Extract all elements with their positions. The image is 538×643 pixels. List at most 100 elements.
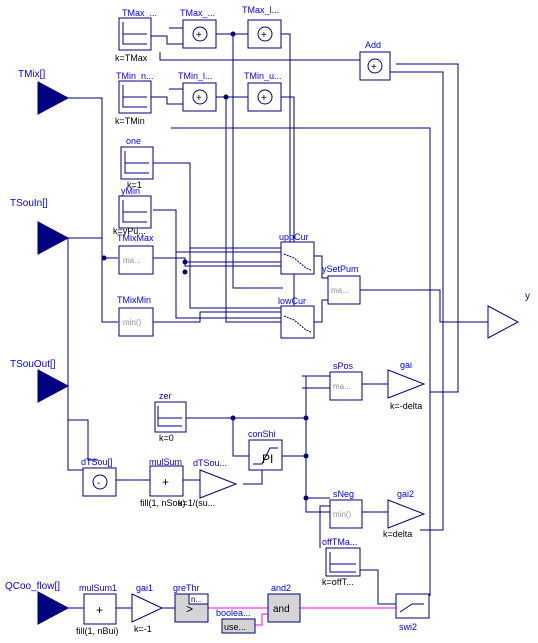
block-tmin-add1-name: TMin_l... <box>178 71 213 81</box>
svg-text:+: + <box>261 30 267 41</box>
block-ymin-param: k=yPu... <box>113 226 146 236</box>
block-lowcur-name: lowCur <box>278 296 306 306</box>
svg-text:+: + <box>371 62 377 73</box>
block-dtsou-nor-name: dTSou... <box>193 458 227 468</box>
block-offtma-name: offTMa... <box>322 537 357 547</box>
block-dtsou[interactable]: - dTSou[] <box>81 457 117 497</box>
block-offtma[interactable]: offTMa... k=offT... <box>322 537 361 587</box>
block-mulsum-name: mulSum <box>149 457 182 467</box>
block-boolea-inner: use... <box>224 622 246 632</box>
block-add-name: Add <box>365 40 381 50</box>
block-tmixmin-name: TMixMin <box>117 295 151 305</box>
block-conshi-name: conShi <box>248 429 276 439</box>
block-one-param: k=1 <box>127 180 142 190</box>
output-y-label: y <box>525 291 530 302</box>
input-qcoo-flow-label: QCoo_flow[] <box>5 581 60 592</box>
block-grethr-inner: n... <box>191 595 202 604</box>
block-ysetpum-inner: ma... <box>331 286 349 295</box>
svg-text:+: + <box>261 93 267 104</box>
junctions <box>101 31 309 501</box>
block-mulsum1-param: fill(1, nBui) <box>76 626 119 636</box>
block-gai[interactable]: gai k=-delta <box>387 360 426 411</box>
block-grethr-symbol: > <box>186 602 193 616</box>
block-tmixmin[interactable]: min() TMixMin <box>117 295 154 337</box>
block-tmixmax-name: TMixMax <box>117 233 154 243</box>
block-uppcur[interactable]: uppCur <box>279 232 315 275</box>
block-grethr-name: greThr <box>173 583 200 593</box>
block-add[interactable]: + Add <box>359 40 391 81</box>
block-tmax-add1-name: TMax_... <box>180 8 215 18</box>
block-dtsou-symbol: - <box>97 478 100 489</box>
block-one-name: one <box>126 136 141 146</box>
block-tmax-add1[interactable]: + TMax_... <box>180 8 217 49</box>
block-grethr[interactable]: > n... greThr <box>173 583 209 623</box>
block-tmin-const-param: k=TMin <box>115 116 145 126</box>
block-spos[interactable]: ma... sPos <box>329 361 363 401</box>
input-tmix-label: TMix[] <box>18 69 45 80</box>
block-boolea[interactable]: use... boolea... <box>216 608 256 634</box>
block-conshi-symbol: PI <box>262 452 273 466</box>
block-gai1-param: k=-1 <box>134 624 152 634</box>
block-tmin-add1[interactable]: + TMin_l... <box>178 71 217 112</box>
boolean-wires <box>208 607 396 626</box>
svg-text:+: + <box>196 93 202 104</box>
block-gai1[interactable]: gai1 k=-1 <box>131 583 164 634</box>
block-tmax-add2[interactable]: + TMax_l... <box>242 5 282 49</box>
block-tmax-const[interactable]: TMax_... k=TMax <box>115 8 157 63</box>
block-tmixmax[interactable]: ma... TMixMax <box>117 233 154 275</box>
block-conshi[interactable]: PI conShi <box>248 429 283 471</box>
block-ymin[interactable]: yMin k=yPu... <box>113 186 152 236</box>
block-tmin-add2[interactable]: + TMin_u... <box>244 71 282 112</box>
block-and2-name: and2 <box>271 583 291 593</box>
block-tmixmax-inner: ma... <box>123 256 141 265</box>
block-swi2[interactable]: swi2 <box>395 593 430 632</box>
block-mulsum1-symbol: + <box>96 603 103 617</box>
block-offtma-param: k=offT... <box>322 577 354 587</box>
block-zer-param: k=0 <box>159 433 174 443</box>
block-tmax-add2-name: TMax_l... <box>242 5 279 15</box>
block-mulsum1[interactable]: + mulSum1 fill(1, nBui) <box>76 583 119 636</box>
input-tmix[interactable]: TMix[] <box>18 69 70 115</box>
block-mulsum-symbol: + <box>162 475 169 489</box>
block-dtsou-nor-param: k=1/(su... <box>178 498 215 508</box>
block-and2[interactable]: and and2 <box>267 583 301 623</box>
block-zer[interactable]: zer k=0 <box>154 391 187 443</box>
block-sneg-inner: min() <box>333 510 352 519</box>
block-tmin-const[interactable]: TMin_n... k=TMin <box>115 71 154 126</box>
input-tsouin-label: TSouIn[] <box>10 198 48 209</box>
block-gai1-name: gai1 <box>136 583 153 593</box>
input-tsouout-label: TSouOut[] <box>10 359 56 370</box>
block-dtsou-name: dTSou[] <box>81 457 113 467</box>
output-y[interactable]: y <box>487 291 530 339</box>
block-spos-inner: ma... <box>333 382 351 391</box>
block-ymin-name: yMin <box>121 186 140 196</box>
block-gai2[interactable]: gai2 k=delta <box>383 489 426 539</box>
block-lowcur[interactable]: lowCur <box>278 296 315 339</box>
block-and2-symbol: and <box>273 604 290 615</box>
block-mulsum1-name: mulSum1 <box>79 583 117 593</box>
block-tmixmin-inner: min() <box>123 318 142 327</box>
block-gai2-param: k=delta <box>383 529 412 539</box>
block-gai-param: k=-delta <box>390 401 422 411</box>
input-tsouin[interactable]: TSouIn[] <box>10 198 70 255</box>
block-sneg-name: sNeg <box>333 489 354 499</box>
block-dtsou-nor[interactable]: dTSou... k=1/(su... <box>178 458 238 508</box>
block-one[interactable]: one k=1 <box>120 136 154 190</box>
block-boolea-name: boolea... <box>216 608 251 618</box>
wires <box>67 27 488 609</box>
input-qcoo-flow[interactable]: QCoo_flow[] <box>5 581 70 625</box>
block-tmax-const-param: k=TMax <box>115 53 148 63</box>
input-tsouout[interactable]: TSouOut[] <box>10 359 70 403</box>
block-swi2-name: swi2 <box>399 622 417 632</box>
block-spos-name: sPos <box>333 361 354 371</box>
block-ysetpum-name: ySetPum <box>322 264 359 274</box>
block-mulsum[interactable]: + mulSum fill(1, nSou) <box>140 457 186 508</box>
block-ysetpum[interactable]: ma... ySetPum <box>322 264 361 305</box>
block-gai-name: gai <box>400 360 412 370</box>
block-gai2-name: gai2 <box>397 489 414 499</box>
block-zer-name: zer <box>159 391 172 401</box>
block-sneg[interactable]: min() sNeg <box>329 489 363 529</box>
block-tmin-const-name: TMin_n... <box>116 71 154 81</box>
block-tmin-add2-name: TMin_u... <box>244 71 282 81</box>
block-tmax-const-name: TMax_... <box>122 8 157 18</box>
